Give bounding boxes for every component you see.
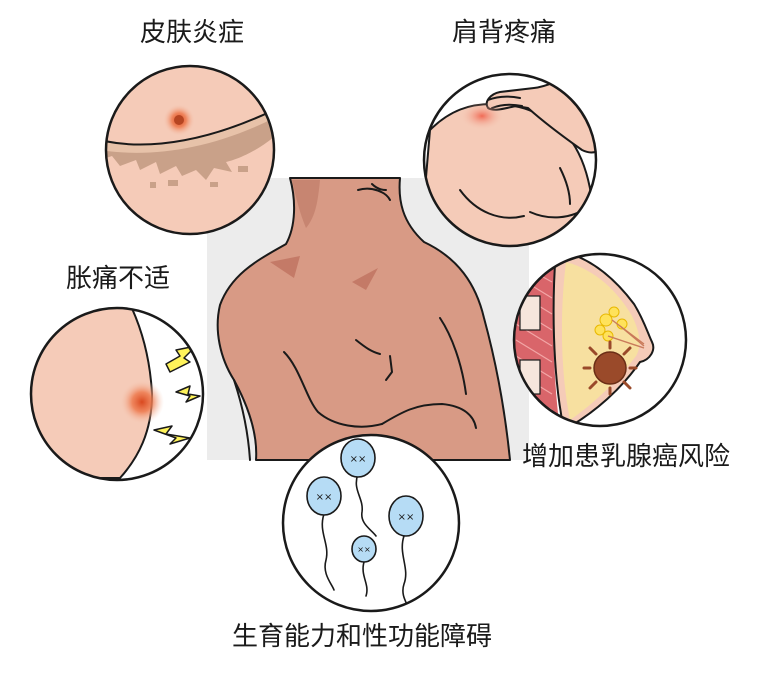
torso-figure <box>216 177 511 461</box>
svg-text:××: ×× <box>398 512 415 523</box>
label-shoulder-back-pain: 肩背疼痛 <box>452 18 557 48</box>
label-fertility-dysfunction: 生育能力和性功能障碍 <box>232 622 493 652</box>
sperm-icon: ×× <box>306 476 342 591</box>
svg-text:××: ×× <box>357 545 370 554</box>
lightning-bolt-icon <box>175 385 201 403</box>
sperm-icon: ×× <box>340 438 377 537</box>
fertility-panel: ×× ×× ×× ×× <box>281 433 461 613</box>
lightning-bolt-icon <box>165 345 197 373</box>
tumor-icon <box>582 340 638 396</box>
label-breast-cancer-risk: 增加患乳腺癌风险 <box>522 442 731 472</box>
svg-text:××: ×× <box>350 454 367 465</box>
skin-inflammation-panel <box>104 64 276 236</box>
breast-cancer-panel <box>512 252 688 428</box>
label-swelling-pain: 胀痛不适 <box>66 264 171 294</box>
swelling-pain-panel <box>29 306 205 482</box>
svg-text:××: ×× <box>316 492 333 503</box>
sperm-icon: ×× <box>351 535 377 597</box>
label-skin-inflammation: 皮肤炎症 <box>140 18 245 48</box>
shoulder-back-pain-panel <box>422 72 598 248</box>
